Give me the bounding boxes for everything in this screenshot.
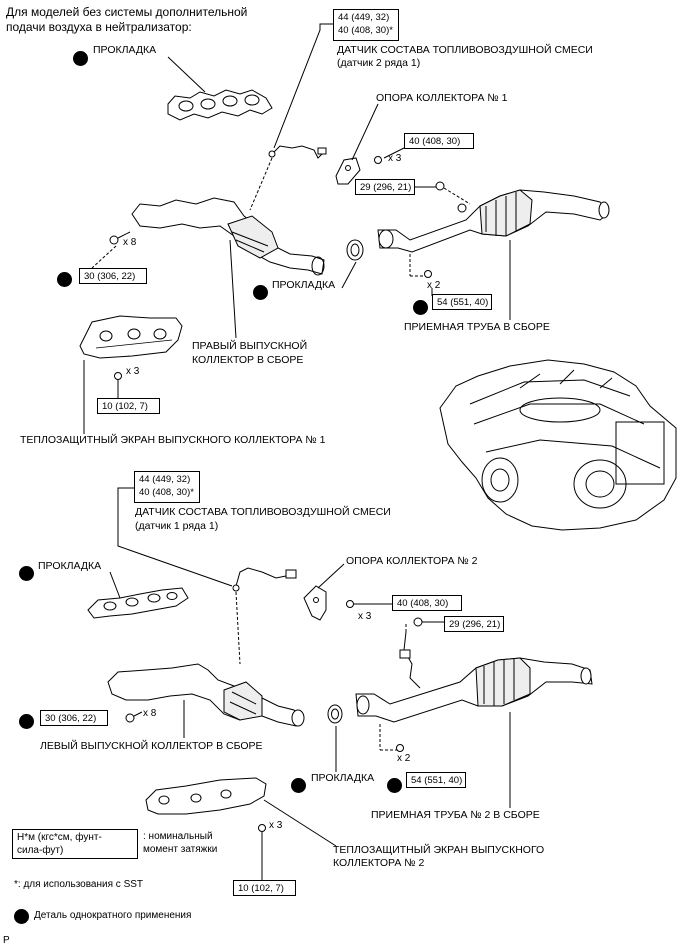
support-1-illustration [335, 156, 382, 185]
torque-nut-29-top: 29 (296, 21) [355, 179, 415, 195]
torque-value: 10 (102, 7) [102, 401, 148, 412]
torque-value: 29 (296, 21) [360, 182, 412, 193]
legend-unit-desc-2: момент затяжки [143, 844, 218, 855]
label-gasket-left: ПРОКЛАДКА [38, 560, 102, 572]
right-manifold-illustration [131, 197, 325, 276]
label-front-pipe-1: ПРИЕМНАЯ ТРУБА В СБОРЕ [404, 321, 550, 333]
single-use-marker [57, 272, 72, 287]
legend-sst-note: *: для использования с SST [14, 879, 144, 890]
torque-value: 30 (306, 22) [45, 713, 97, 724]
sensor-1-illustration [232, 567, 297, 592]
label-sensor-1-sub: (датчик 1 ряда 1) [135, 520, 219, 532]
single-use-marker [73, 51, 88, 66]
torque-pipe-2-nut: 54 (551, 40) [406, 772, 466, 788]
single-use-marker [387, 778, 402, 793]
label-support-2: ОПОРА КОЛЛЕКТОРА № 2 [346, 555, 478, 567]
count-x3-shield-1: x 3 [126, 366, 140, 377]
gasket-ring-2-illustration [327, 704, 343, 724]
torque-value: 44 (449, 32) [338, 12, 390, 23]
torque-left-manifold: 30 (306, 22) [40, 710, 108, 726]
engine-illustration [439, 359, 677, 531]
count-x3-support-2: x 3 [358, 611, 372, 622]
gasket-right-illustration [167, 89, 273, 121]
label-support-1: ОПОРА КОЛЛЕКТОРА № 1 [376, 92, 508, 104]
single-use-marker [253, 285, 268, 300]
torque-support-1: 40 (408, 30) [404, 133, 474, 149]
count-x2-bottom: x 2 [397, 753, 411, 764]
heat-shield-2-illustration [145, 777, 267, 815]
label-left-manifold: ЛЕВЫЙ ВЫПУСКНОЙ КОЛЛЕКТОР В СБОРЕ [40, 740, 263, 752]
legend-unit-line: сила-фут) [17, 845, 64, 856]
torque-value-sst: 40 (408, 30)* [139, 487, 194, 498]
torque-shield-2: 10 (102, 7) [233, 880, 296, 896]
count-x8-top: x 8 [123, 237, 137, 248]
torque-value: 30 (306, 22) [84, 271, 136, 282]
legend-unit-line: Н*м (кгс*см, фунт- [17, 832, 102, 843]
count-x2-top: x 2 [427, 280, 441, 291]
legend-unit-desc-1: : номинальный [143, 831, 213, 842]
label-heat-shield-2-line-2: КОЛЛЕКТОРА № 2 [333, 857, 425, 869]
torque-value: 54 (551, 40) [411, 775, 463, 786]
left-manifold-illustration [107, 663, 305, 727]
count-x3-shield-2: x 3 [269, 820, 283, 831]
gasket-ring-illustration [346, 239, 364, 261]
single-use-marker [19, 566, 34, 581]
single-use-marker [413, 300, 428, 315]
front-pipe-2-illustration [355, 657, 593, 723]
torque-right-manifold: 30 (306, 22) [79, 268, 147, 284]
legend-single-use: Деталь однократного применения [34, 910, 192, 921]
torque-value: 29 (296, 21) [449, 619, 501, 630]
label-gasket-top: ПРОКЛАДКА [93, 44, 157, 56]
label-right-manifold-1: ПРАВЫЙ ВЫПУСКНОЙ [192, 340, 308, 352]
torque-value: 40 (408, 30) [409, 136, 461, 147]
label-front-pipe-2: ПРИЕМНАЯ ТРУБА № 2 В СБОРЕ [371, 809, 540, 821]
header-line-2: подачи воздуха в нейтрализатор: [6, 20, 192, 34]
header-line-1: Для моделей без системы дополнительной [6, 5, 248, 19]
torque-support-2: 40 (408, 30) [392, 595, 462, 611]
torque-value: 10 (102, 7) [238, 883, 284, 894]
single-use-marker [291, 778, 306, 793]
support-2-illustration [303, 585, 354, 621]
torque-nut-29-bottom: 29 (296, 21) [444, 616, 504, 632]
label-gasket-bottom: ПРОКЛАДКА [311, 772, 375, 784]
label-heat-shield-2-line-1: ТЕПЛОЗАЩИТНЫЙ ЭКРАН ВЫПУСКНОГО [333, 844, 545, 856]
torque-sensor-1: 44 (449, 32) 40 (408, 30)* [134, 471, 200, 503]
front-pipe-1-illustration [377, 189, 610, 253]
torque-value: 44 (449, 32) [139, 474, 191, 485]
torque-value: 54 (551, 40) [437, 297, 489, 308]
label-heat-shield-1: ТЕПЛОЗАЩИТНЫЙ ЭКРАН ВЫПУСКНОГО КОЛЛЕКТОР… [20, 434, 326, 446]
bolt-illustration [109, 231, 131, 245]
torque-pipe-1-nut: 54 (551, 40) [432, 294, 492, 310]
legend-unit-box: Н*м (кгс*см, фунт- сила-фут) [12, 829, 138, 859]
page-letter: P [3, 935, 10, 946]
torque-shield-1: 10 (102, 7) [97, 398, 160, 414]
label-sensor-1-title: ДАТЧИК СОСТАВА ТОПЛИВОВОЗДУШНОЙ СМЕСИ [135, 506, 391, 518]
gasket-left-illustration [87, 587, 189, 619]
single-use-marker [19, 714, 34, 729]
torque-value-sst: 40 (408, 30)* [338, 25, 393, 36]
sensor-2-illustration [268, 145, 327, 159]
single-use-marker [14, 909, 29, 924]
torque-sensor-2: 44 (449, 32) 40 (408, 30)* [333, 9, 399, 41]
label-gasket-mid: ПРОКЛАДКА [272, 279, 336, 291]
count-x8-bottom: x 8 [143, 708, 157, 719]
label-sensor-2-title: ДАТЧИК СОСТАВА ТОПЛИВОВОЗДУШНОЙ СМЕСИ [337, 44, 593, 56]
count-x3-support-1: x 3 [388, 153, 402, 164]
label-sensor-2-sub: (датчик 2 ряда 1) [337, 57, 421, 69]
label-right-manifold-2: КОЛЛЕКТОР В СБОРЕ [192, 354, 304, 366]
heat-shield-1-illustration [79, 315, 183, 359]
torque-value: 40 (408, 30) [397, 598, 449, 609]
